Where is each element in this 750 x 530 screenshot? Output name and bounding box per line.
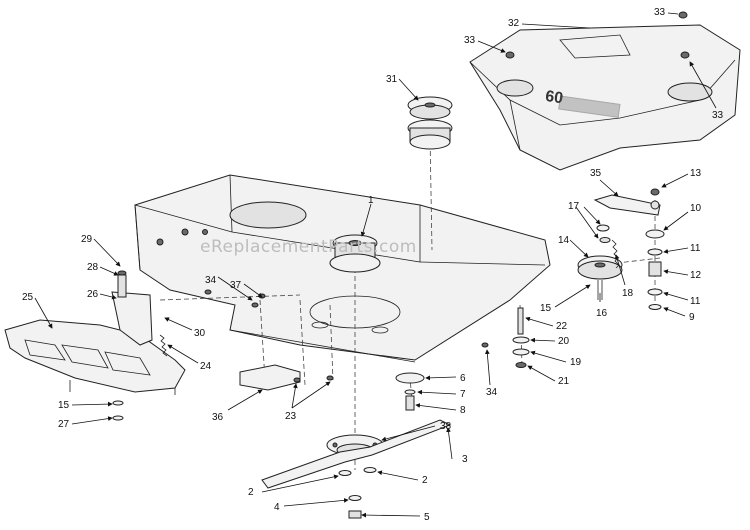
callout-labels: 1 2 2 3 4 5 6 7 8 9 10 11 11 12 13 14 15… [22, 7, 724, 523]
callout-32: 32 [508, 18, 520, 29]
callout-34: 34 [486, 387, 498, 398]
misc-hardware [204, 11, 690, 348]
callout-1: 1 [368, 195, 374, 206]
callout-4: 4 [274, 502, 280, 513]
idler-arm [593, 194, 661, 216]
callout-20: 20 [558, 336, 570, 347]
callout-27: 27 [58, 419, 70, 430]
watermark: eReplacementParts.com [200, 237, 417, 257]
callout-18: 18 [622, 288, 634, 299]
chute-hardware [112, 400, 124, 421]
anchor-hardware [512, 307, 530, 368]
callout-33: 33 [712, 110, 724, 121]
callout-37: 37 [230, 280, 242, 291]
callout-15: 15 [58, 400, 70, 411]
callout-10: 10 [690, 203, 702, 214]
chute-bracket [111, 270, 153, 346]
callout-33: 33 [464, 35, 476, 46]
callout-17: 17 [568, 201, 580, 212]
callout-21: 21 [558, 376, 570, 387]
deck-cover: 60 [469, 24, 741, 171]
idler-hardware-stack [645, 188, 665, 310]
callout-11: 11 [690, 296, 701, 307]
callout-38: 38 [440, 421, 452, 432]
callout-6: 6 [460, 373, 466, 384]
callout-30: 30 [194, 328, 206, 339]
mower-blade [261, 419, 452, 489]
deck-bracket [239, 364, 334, 391]
callout-34: 34 [205, 275, 217, 286]
callout-8: 8 [460, 405, 466, 416]
callout-22: 22 [556, 321, 568, 332]
idler-pulley [577, 255, 623, 300]
callout-28: 28 [87, 262, 99, 273]
blade-hardware [395, 372, 425, 411]
leader-lines [34, 12, 717, 518]
callout-13: 13 [690, 168, 702, 179]
discharge-chute [4, 319, 186, 395]
callout-3: 3 [462, 454, 468, 465]
callout-15: 15 [540, 303, 552, 314]
deck-cover-logo-text: 60 [544, 88, 564, 107]
callout-31: 31 [386, 74, 398, 85]
callout-12: 12 [690, 270, 702, 281]
idler-spring [611, 239, 620, 269]
callout-16: 16 [596, 308, 608, 319]
callout-25: 25 [22, 292, 34, 303]
bolt-17 [596, 224, 611, 243]
callout-24: 24 [200, 361, 212, 372]
callout-23: 23 [285, 411, 297, 422]
callout-2: 2 [248, 487, 254, 498]
callout-11: 11 [690, 243, 701, 254]
callout-36: 36 [212, 412, 224, 423]
spindle-assembly [329, 234, 381, 273]
callout-33: 33 [654, 7, 666, 18]
callout-26: 26 [87, 289, 99, 300]
spindle-pulley [407, 96, 453, 150]
callout-19: 19 [570, 357, 582, 368]
callout-2: 2 [422, 475, 428, 486]
callout-14: 14 [558, 235, 570, 246]
callout-35: 35 [590, 168, 602, 179]
chute-spring [159, 334, 168, 357]
callout-7: 7 [460, 389, 466, 400]
callout-29: 29 [81, 234, 93, 245]
callout-9: 9 [689, 312, 695, 323]
blade-bolts [338, 467, 377, 519]
callout-5: 5 [424, 512, 430, 523]
